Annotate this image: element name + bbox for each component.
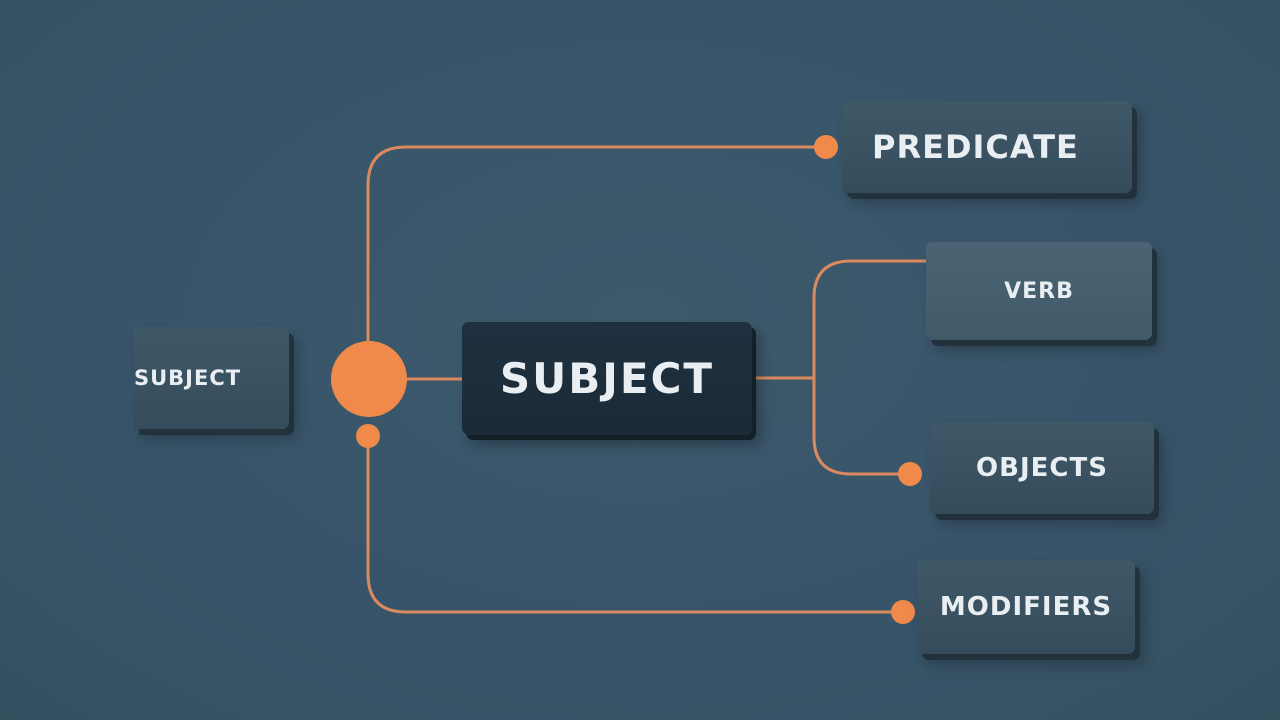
objects-label: OBJECTS: [976, 453, 1108, 483]
predicate-connector-dot: [814, 135, 838, 159]
subject-main-label: SUBJECT: [499, 354, 715, 403]
subject-side-node: SUBJECT: [134, 327, 289, 429]
connector-branch-verb: [812, 259, 926, 378]
connector-branch-objects: [812, 378, 910, 476]
hub-dot-small: [356, 424, 380, 448]
objects-node: OBJECTS: [930, 422, 1154, 514]
connector-hub-modifiers: [366, 436, 903, 614]
verb-node: VERB: [926, 242, 1152, 340]
hub-dot-large: [331, 341, 407, 417]
verb-label: VERB: [1004, 278, 1074, 304]
subject-side-label: SUBJECT: [134, 366, 242, 390]
modifiers-label: MODIFIERS: [939, 592, 1113, 622]
modifiers-node: MODIFIERS: [917, 560, 1135, 654]
objects-connector-dot: [898, 462, 922, 486]
predicate-node: PREDICATE: [842, 101, 1132, 193]
subject-main-node: SUBJECT: [462, 322, 752, 435]
modifiers-connector-dot: [891, 600, 915, 624]
predicate-label: PREDICATE: [872, 128, 1079, 166]
connector-hub-predicate: [366, 145, 826, 342]
